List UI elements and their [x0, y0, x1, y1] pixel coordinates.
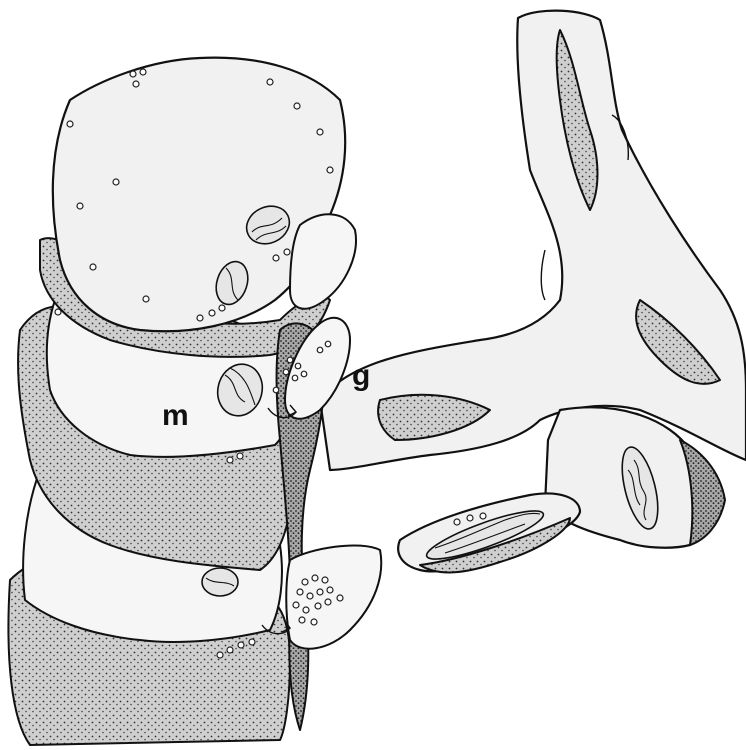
lower-elongated-body	[398, 494, 580, 573]
label-m: m	[162, 399, 189, 432]
plate-top	[40, 58, 345, 357]
label-g: g	[352, 359, 370, 392]
right-branching-structure	[320, 11, 746, 470]
